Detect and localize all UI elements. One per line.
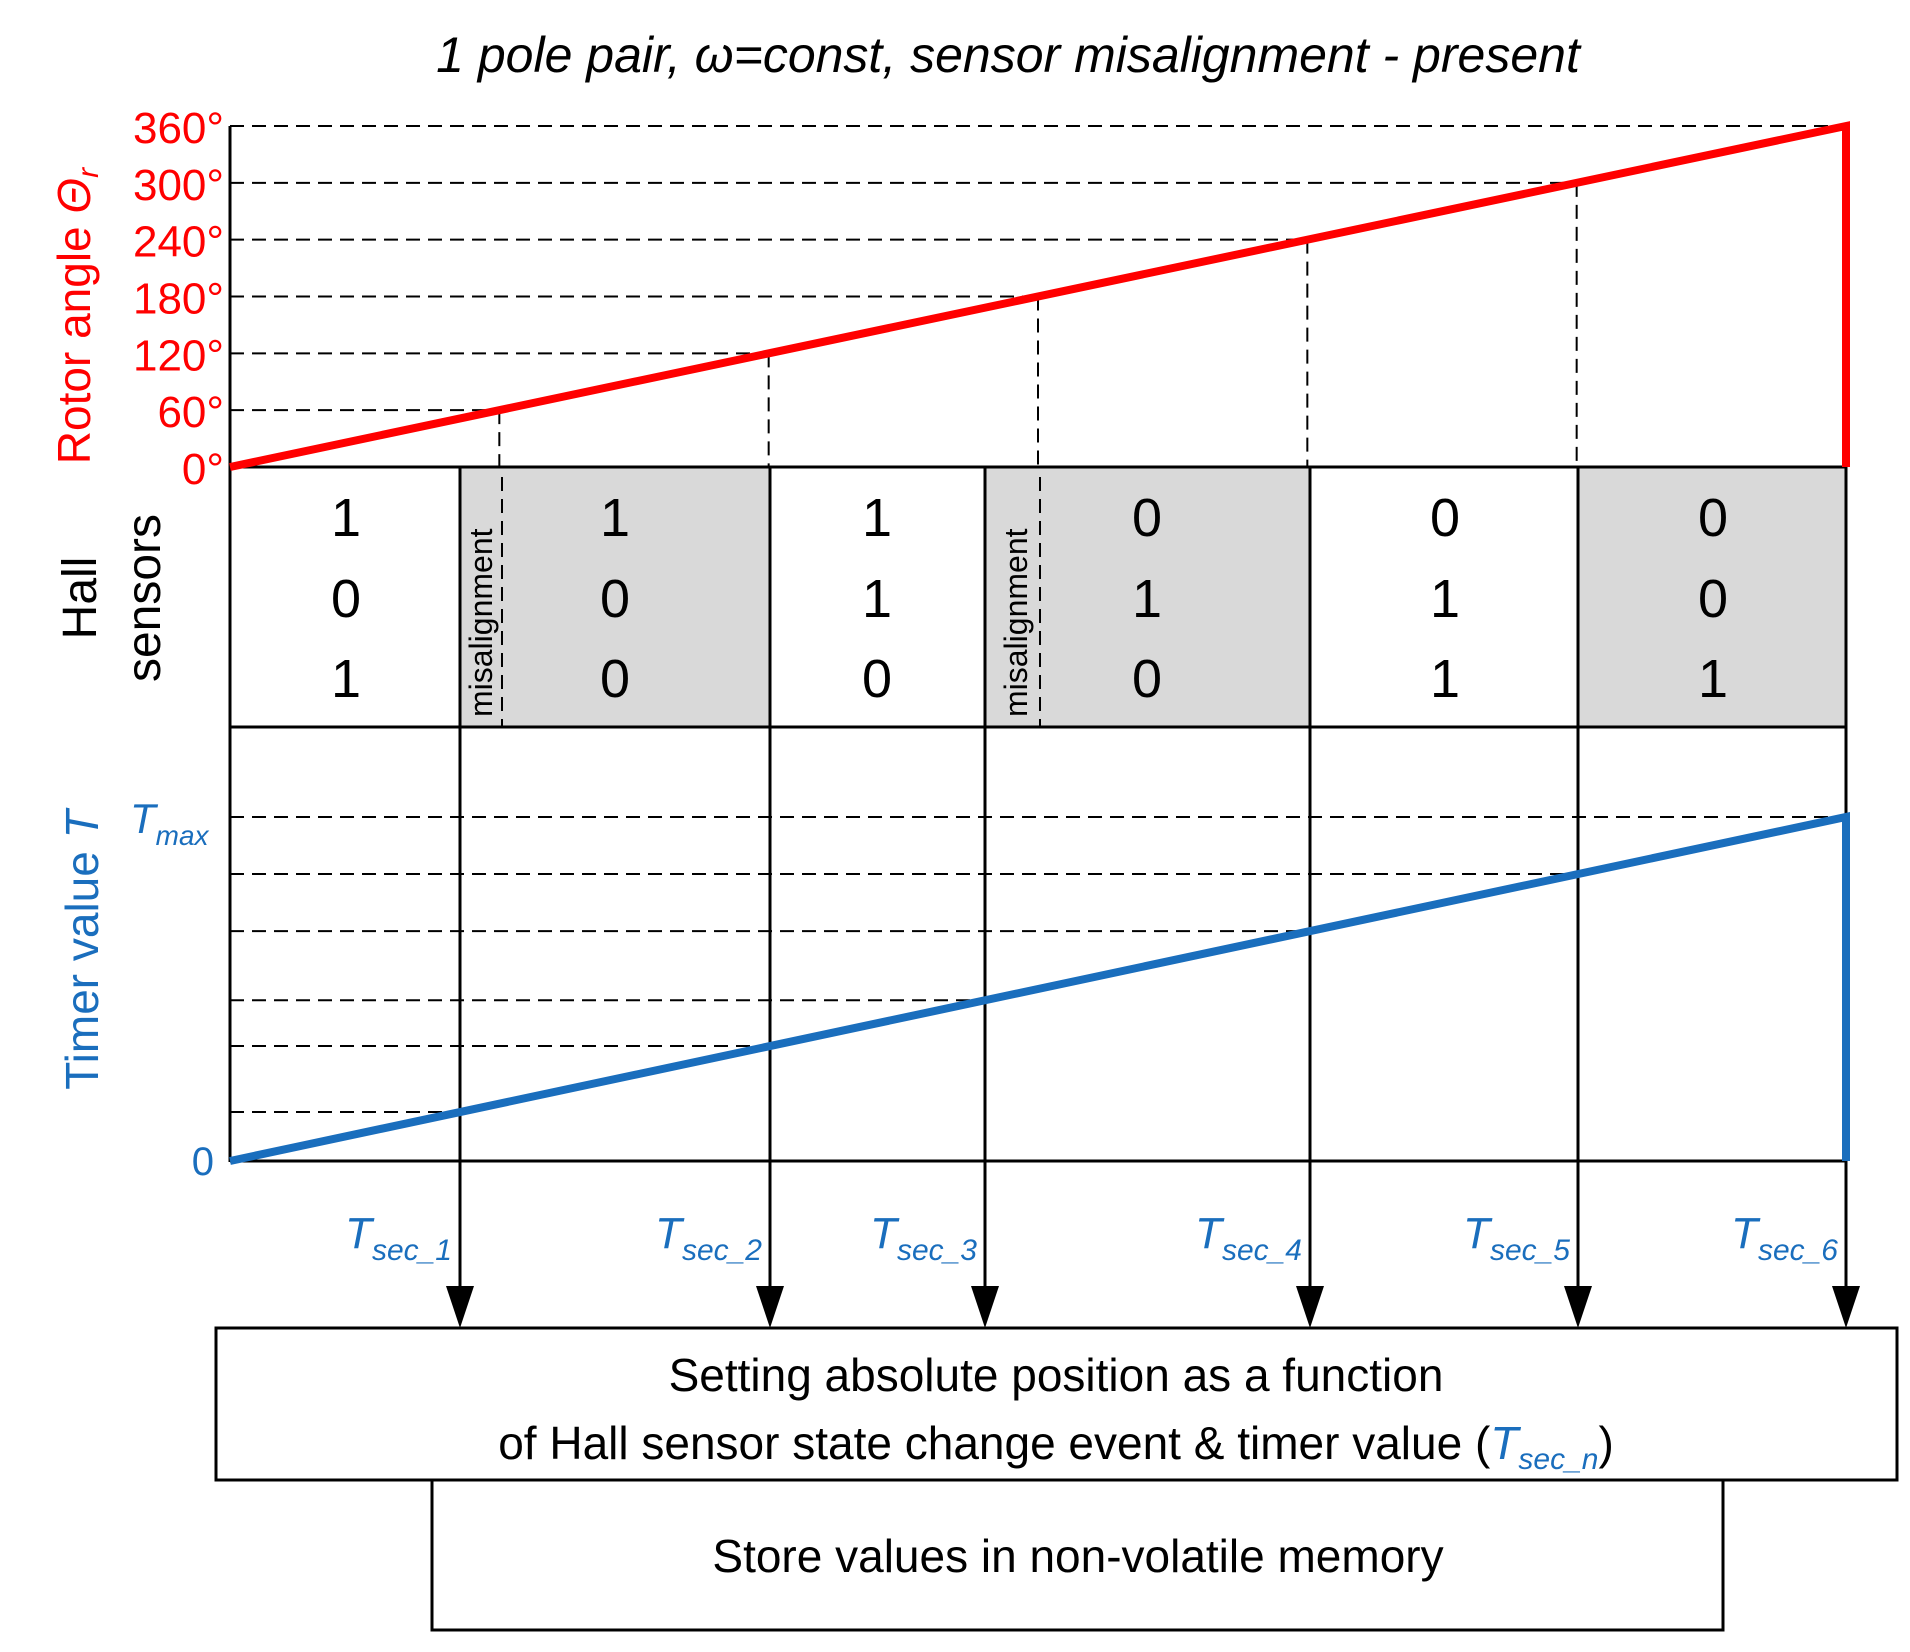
event-arrowhead xyxy=(446,1286,474,1328)
setting-position-tsec-main: T xyxy=(1490,1417,1521,1469)
event-label-main: T xyxy=(655,1209,685,1258)
misalignment-label: misalignment xyxy=(463,528,499,717)
timer-axis-symbol: T xyxy=(56,807,108,838)
hall-bit: 1 xyxy=(1430,569,1460,629)
event-arrowhead xyxy=(756,1286,784,1328)
timer-axis-label: Timer value T xyxy=(56,807,108,1089)
hall-bit: 1 xyxy=(862,488,892,548)
event-lines-group xyxy=(446,467,1860,1328)
angle-axis-symbol: Θ xyxy=(48,178,100,214)
hall-bit: 1 xyxy=(862,569,892,629)
angle-axis-label: Rotor angle Θr xyxy=(48,167,105,464)
hall-bit: 1 xyxy=(331,649,361,709)
angle-axis-symbol-sub: r xyxy=(72,167,105,178)
setting-position-line2-suffix: ) xyxy=(1598,1417,1613,1469)
misalignment-label: misalignment xyxy=(998,528,1034,717)
timer-guide-lines xyxy=(230,816,1846,1114)
timer-value-ramp xyxy=(229,812,1850,1165)
angle-tick-labels: 0° 60° 120° 180° 240° 300° 360° xyxy=(133,104,224,494)
angle-guide-lines xyxy=(230,125,1846,467)
hall-bit: 1 xyxy=(331,488,361,548)
event-label: Tsec_1 xyxy=(345,1209,452,1267)
hall-bit: 0 xyxy=(600,569,630,629)
event-label-main: T xyxy=(345,1209,375,1258)
hall-axis-label-line1: Hall xyxy=(54,557,107,640)
event-label: Tsec_2 xyxy=(655,1209,762,1267)
setting-position-box xyxy=(214,1326,1899,1482)
hall-bit: 0 xyxy=(862,649,892,709)
event-label-main: T xyxy=(1463,1209,1493,1258)
hall-state-bits: 1 0 1 1 0 0 1 1 0 0 1 0 0 1 1 0 0 1 xyxy=(331,488,1728,709)
event-label: Tsec_4 xyxy=(1195,1209,1302,1267)
hall-bit: 1 xyxy=(600,488,630,548)
store-values-text: Store values in non-volatile memory xyxy=(712,1530,1443,1582)
event-label-main: T xyxy=(870,1209,900,1258)
angle-tick-label: 360° xyxy=(133,104,224,153)
angle-tick-label: 240° xyxy=(133,218,224,267)
angle-axis-label-text: Rotor angle xyxy=(48,214,100,465)
angle-tick-label: 120° xyxy=(133,331,224,380)
hall-state-shade xyxy=(460,467,770,727)
timer-zero-label: 0 xyxy=(192,1140,214,1184)
event-label: Tsec_5 xyxy=(1463,1209,1570,1267)
event-label-sub: sec_1 xyxy=(372,1234,452,1267)
rotor-angle-ramp xyxy=(229,121,1850,471)
hall-bit: 0 xyxy=(1132,649,1162,709)
store-values-box xyxy=(430,1478,1725,1632)
timer-axis-label-text: Timer value xyxy=(56,838,108,1089)
event-label-sub: sec_6 xyxy=(1758,1234,1838,1267)
diagram-title: 1 pole pair, ω=const, sensor misalignmen… xyxy=(436,27,1582,83)
angle-tick-label: 60° xyxy=(157,388,224,437)
hall-axis-label-line2: sensors xyxy=(118,514,171,682)
event-label-sub: sec_5 xyxy=(1490,1234,1570,1267)
event-label-sub: sec_4 xyxy=(1222,1234,1302,1267)
event-arrowhead xyxy=(1296,1286,1324,1328)
event-label-main: T xyxy=(1731,1209,1761,1258)
event-label-main: T xyxy=(1195,1209,1225,1258)
event-arrowhead xyxy=(1832,1286,1860,1328)
misalignment-lines-group: misalignment misalignment xyxy=(463,477,1041,727)
hall-state-shade xyxy=(1578,467,1846,727)
timer-max-main: T xyxy=(130,795,159,842)
hall-bit: 0 xyxy=(1430,488,1460,548)
event-arrowhead xyxy=(1564,1286,1592,1328)
hall-bit: 1 xyxy=(1698,649,1728,709)
hall-bit: 1 xyxy=(1430,649,1460,709)
setting-position-line1: Setting absolute position as a function xyxy=(669,1349,1444,1401)
hall-bit: 0 xyxy=(1698,488,1728,548)
event-label: Tsec_3 xyxy=(870,1209,977,1267)
setting-position-tsec-sub: sec_n xyxy=(1518,1443,1598,1476)
event-arrowhead xyxy=(971,1286,999,1328)
event-label-sub: sec_2 xyxy=(682,1234,762,1267)
angle-tick-label: 0° xyxy=(182,445,224,494)
angle-tick-label: 300° xyxy=(133,161,224,210)
angle-tick-label: 180° xyxy=(133,275,224,324)
hall-bit: 0 xyxy=(1132,488,1162,548)
timer-max-sub: max xyxy=(156,820,210,851)
hall-bit: 0 xyxy=(600,649,630,709)
hall-bit: 0 xyxy=(331,569,361,629)
hall-bit: 0 xyxy=(1698,569,1728,629)
event-label-sub: sec_3 xyxy=(897,1234,977,1267)
setting-position-line2: of Hall sensor state change event & time… xyxy=(498,1417,1614,1476)
timer-max-label: Tmax xyxy=(130,795,210,851)
setting-position-line2-prefix: of Hall sensor state change event & time… xyxy=(498,1417,1491,1469)
hall-bit: 1 xyxy=(1132,569,1162,629)
event-label: Tsec_6 xyxy=(1731,1209,1838,1267)
